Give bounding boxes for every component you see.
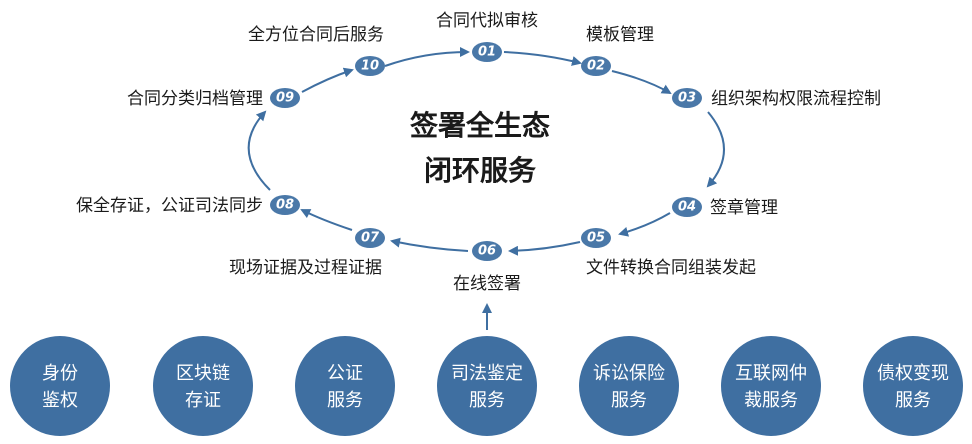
arrow-05-to-06	[508, 241, 581, 256]
service-line2: 服务	[469, 390, 505, 411]
step-number: 04	[678, 200, 696, 215]
center-title-line1: 签署全生态	[410, 109, 550, 142]
step-badge: 01	[472, 42, 502, 62]
service-line2: 服务	[895, 390, 931, 411]
service-line1: 公证	[327, 363, 363, 384]
step-number: 03	[678, 91, 696, 106]
service-line2: 服务	[611, 390, 647, 411]
service-line1: 身份	[42, 363, 78, 384]
service-circle: 司法鉴定 服务	[437, 336, 537, 436]
step-label: 保全存证，公证司法同步	[76, 196, 263, 216]
service-circle: 身份 鉴权	[10, 336, 110, 436]
step-label: 全方位合同后服务	[248, 25, 384, 45]
service-circle: 互联网仲 裁服务	[721, 336, 821, 436]
service-line2: 服务	[327, 390, 363, 411]
step-label: 在线签署	[453, 274, 521, 294]
service-line1: 区块链	[176, 363, 230, 384]
step-label: 现场证据及过程证据	[229, 258, 382, 278]
arrow-01-to-02	[503, 51, 582, 66]
step-badge: 02	[581, 56, 611, 76]
step-number: 10	[361, 59, 379, 74]
service-line1: 诉讼保险	[593, 363, 665, 384]
service-line2: 裁服务	[744, 390, 798, 411]
step-label: 模板管理	[586, 25, 654, 45]
service-line1: 债权变现	[877, 363, 949, 384]
step-number: 08	[276, 198, 294, 213]
step-badge: 04	[672, 197, 702, 217]
center-title-line2: 闭环服务	[424, 154, 536, 187]
arrow-04-to-05	[618, 212, 671, 237]
arrow-06-to-07	[390, 237, 469, 252]
step-number: 09	[276, 91, 294, 106]
step-badge: 06	[472, 241, 502, 261]
step-number: 02	[587, 59, 605, 74]
step-badge: 07	[355, 228, 385, 248]
arrow-10-to-01	[384, 47, 470, 67]
service-line1: 互联网仲	[735, 363, 807, 384]
step-badge: 10	[355, 56, 385, 76]
step-badge: 08	[270, 195, 300, 215]
step-label: 签章管理	[710, 198, 778, 218]
step-label: 合同代拟审核	[436, 11, 538, 31]
step-badge: 03	[672, 88, 702, 108]
service-line2: 存证	[185, 390, 221, 411]
step-label: 文件转换合同组装发起	[586, 258, 756, 278]
step-number: 01	[478, 45, 496, 60]
arrow-03-to-04	[706, 111, 725, 188]
step-label: 组织架构权限流程控制	[711, 89, 881, 109]
step-badge: 05	[581, 228, 611, 248]
service-circle: 诉讼保险 服务	[579, 336, 679, 436]
arrow-09-to-10	[301, 67, 354, 93]
service-circle: 公证 服务	[295, 336, 395, 436]
step-number: 06	[478, 244, 496, 259]
arrow-02-to-03	[611, 70, 672, 95]
cycle-arrows	[247, 47, 725, 330]
service-line1: 司法鉴定	[451, 363, 523, 384]
arrow-07-to-08	[300, 209, 353, 231]
service-circle: 债权变现 服务	[863, 336, 963, 436]
service-circle: 区块链 存证	[153, 336, 253, 436]
step-number: 07	[361, 231, 380, 246]
service-line2: 鉴权	[42, 390, 78, 411]
arrow-08-to-09	[247, 110, 271, 191]
step-badge: 09	[270, 88, 300, 108]
step-number: 05	[587, 231, 605, 246]
step-label: 合同分类归档管理	[127, 89, 263, 109]
